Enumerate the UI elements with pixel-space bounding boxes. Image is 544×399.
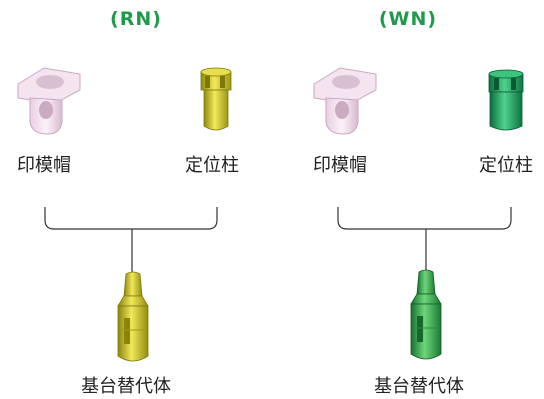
wn-title: (WN)	[378, 8, 438, 30]
positioning-post-label: 定位柱	[479, 155, 533, 176]
positioning-post-icon	[200, 67, 232, 131]
grouping-bracket	[44, 207, 218, 272]
abutment-analog-icon	[410, 269, 442, 360]
rn-title: (RN)	[110, 8, 162, 30]
rn-group: (RN) 印模帽 定位柱	[17, 8, 239, 397]
impression-cap-icon	[17, 67, 81, 135]
impression-cap-label: 印模帽	[313, 155, 367, 176]
impression-cap-label: 印模帽	[17, 155, 71, 176]
impression-cap-icon	[313, 67, 377, 135]
positioning-post-label: 定位柱	[185, 155, 239, 176]
abutment-analog-label: 基台替代体	[374, 376, 464, 397]
positioning-post-icon	[488, 69, 524, 131]
wn-group: (WN) 印模帽 定位柱	[272, 0, 544, 399]
abutment-analog-icon	[117, 271, 149, 362]
abutment-analog-label: 基台替代体	[81, 376, 171, 397]
grouping-bracket	[337, 207, 512, 272]
